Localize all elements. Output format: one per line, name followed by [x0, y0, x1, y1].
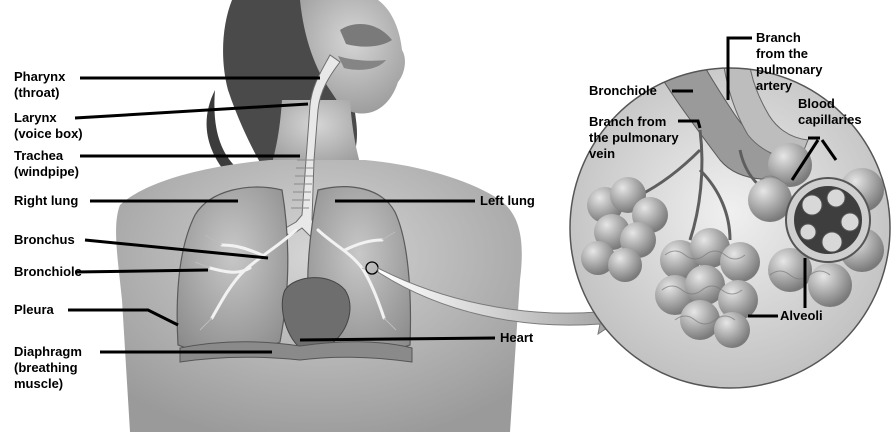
label-larynx: Larynx (voice box) — [14, 110, 83, 142]
label-branch-pulmonary-vein: Branch from the pulmonary vein — [589, 114, 679, 162]
label-alveoli: Alveoli — [780, 308, 823, 324]
label-blood-capillaries: Blood capillaries — [798, 96, 862, 128]
label-right-lung: Right lung — [14, 193, 78, 209]
label-pleura: Pleura — [14, 302, 54, 318]
label-branch-pulmonary-artery: Branch from the pulmonary artery — [756, 30, 822, 94]
label-left-lung: Left lung — [480, 193, 535, 209]
label-bronchus: Bronchus — [14, 232, 75, 248]
label-bronchiole: Bronchiole — [14, 264, 82, 280]
label-heart: Heart — [500, 330, 533, 346]
label-trachea: Trachea (windpipe) — [14, 148, 79, 180]
human-figure — [116, 0, 522, 432]
label-pharynx: Pharynx (throat) — [14, 69, 65, 101]
label-diaphragm: Diaphragm (breathing muscle) — [14, 344, 82, 392]
label-inset-bronchiole: Bronchiole — [589, 83, 657, 99]
